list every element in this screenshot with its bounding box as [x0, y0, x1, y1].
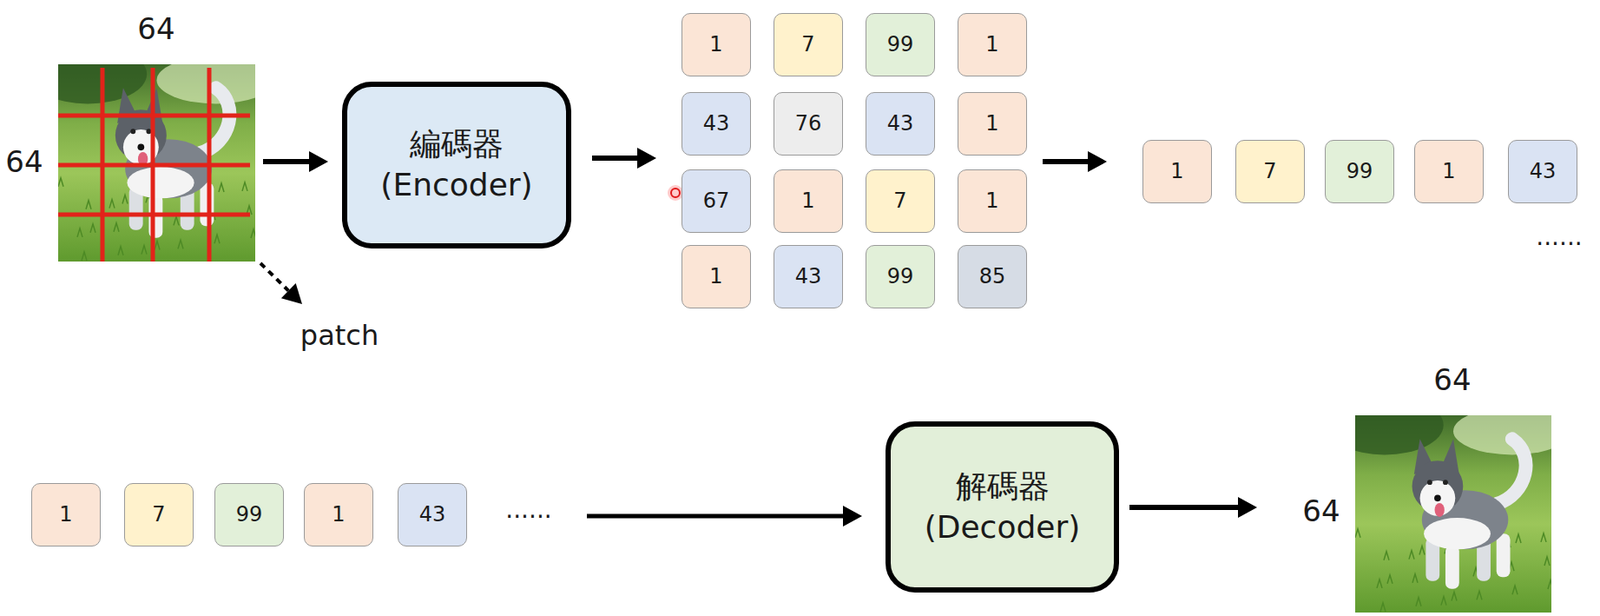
husky-image [1325, 395, 1572, 613]
sequence-token: 43 [1507, 139, 1578, 204]
token-id: 99 [236, 500, 264, 528]
token-id: 1 [985, 110, 999, 138]
sequence-token: 99 [1324, 139, 1395, 204]
token-id: 1 [1170, 158, 1184, 185]
sequence-token: 99 [214, 482, 284, 547]
encoder-box: 編碼器 (Encoder) [342, 81, 572, 249]
token-id: 1 [801, 187, 815, 215]
token-id: 7 [801, 31, 815, 59]
flow-arrow [1129, 496, 1258, 518]
token-box: 7 [865, 169, 935, 233]
token-id: 99 [1346, 158, 1374, 185]
token-id: 43 [419, 500, 447, 528]
patch-grid-line [58, 113, 251, 119]
patch-grid-line [58, 163, 251, 168]
token-box: 1 [957, 13, 1028, 77]
box-title: 編碼器 (Encoder) [359, 124, 554, 206]
token-box: 43 [773, 244, 843, 309]
token-id: 99 [887, 31, 915, 59]
token-id: 1 [709, 263, 723, 290]
token-id: 67 [703, 187, 731, 215]
flow-arrow [592, 147, 657, 169]
dimension-label: 64 [1302, 493, 1340, 528]
sequence-token: 7 [124, 482, 194, 547]
token-id: 1 [985, 31, 999, 59]
dimension-label: 64 [5, 144, 43, 179]
husky-image [28, 44, 276, 262]
token-box: 85 [957, 244, 1028, 309]
patch-label: patch [300, 318, 379, 352]
token-box: 1 [773, 169, 843, 233]
sequence-token: 43 [397, 482, 468, 547]
token-id: 1 [985, 187, 999, 215]
token-id: 43 [703, 110, 731, 138]
box-title: 解碼器 (Decoder) [902, 466, 1102, 548]
token-box: 1 [681, 13, 751, 77]
flow-arrow [263, 151, 329, 172]
token-id: 99 [887, 263, 915, 290]
token-id: 43 [887, 110, 915, 138]
token-id: 1 [331, 500, 345, 528]
token-box: 1 [957, 169, 1028, 233]
token-id: 1 [1441, 158, 1456, 185]
token-id: 85 [979, 263, 1007, 290]
token-box: 76 [773, 92, 843, 156]
token-id: 76 [795, 110, 823, 138]
sequence-token: 1 [1142, 139, 1212, 204]
token-id: 1 [59, 500, 73, 528]
token-id: 7 [151, 500, 165, 528]
patch-grid-line [58, 212, 251, 218]
ellipsis: ...... [1535, 222, 1582, 251]
token-box: 43 [681, 92, 751, 156]
sequence-token: 1 [31, 482, 101, 547]
ellipsis: ...... [505, 494, 552, 524]
dimension-label: 64 [137, 11, 175, 47]
token-box: 99 [865, 244, 935, 309]
token-box: 1 [681, 244, 751, 309]
sequence-token: 1 [303, 482, 374, 547]
token-id: 43 [1529, 158, 1557, 185]
token-box: 7 [773, 13, 843, 77]
token-id: 7 [893, 187, 907, 215]
flow-arrow [586, 505, 863, 527]
token-box: 67 [681, 169, 751, 233]
decoder-box: 解碼器 (Decoder) [885, 421, 1120, 593]
flow-arrow [260, 263, 303, 304]
token-id: 1 [709, 31, 723, 59]
token-box: 1 [957, 92, 1028, 156]
token-id: 7 [1263, 158, 1277, 185]
pointer-dot [671, 188, 680, 198]
dimension-label: 64 [1433, 362, 1471, 397]
flow-arrow [1042, 151, 1107, 172]
sequence-token: 7 [1235, 139, 1305, 204]
token-box: 99 [865, 13, 935, 77]
token-id: 43 [795, 263, 823, 290]
token-box: 43 [865, 92, 935, 156]
sequence-token: 1 [1414, 139, 1484, 204]
